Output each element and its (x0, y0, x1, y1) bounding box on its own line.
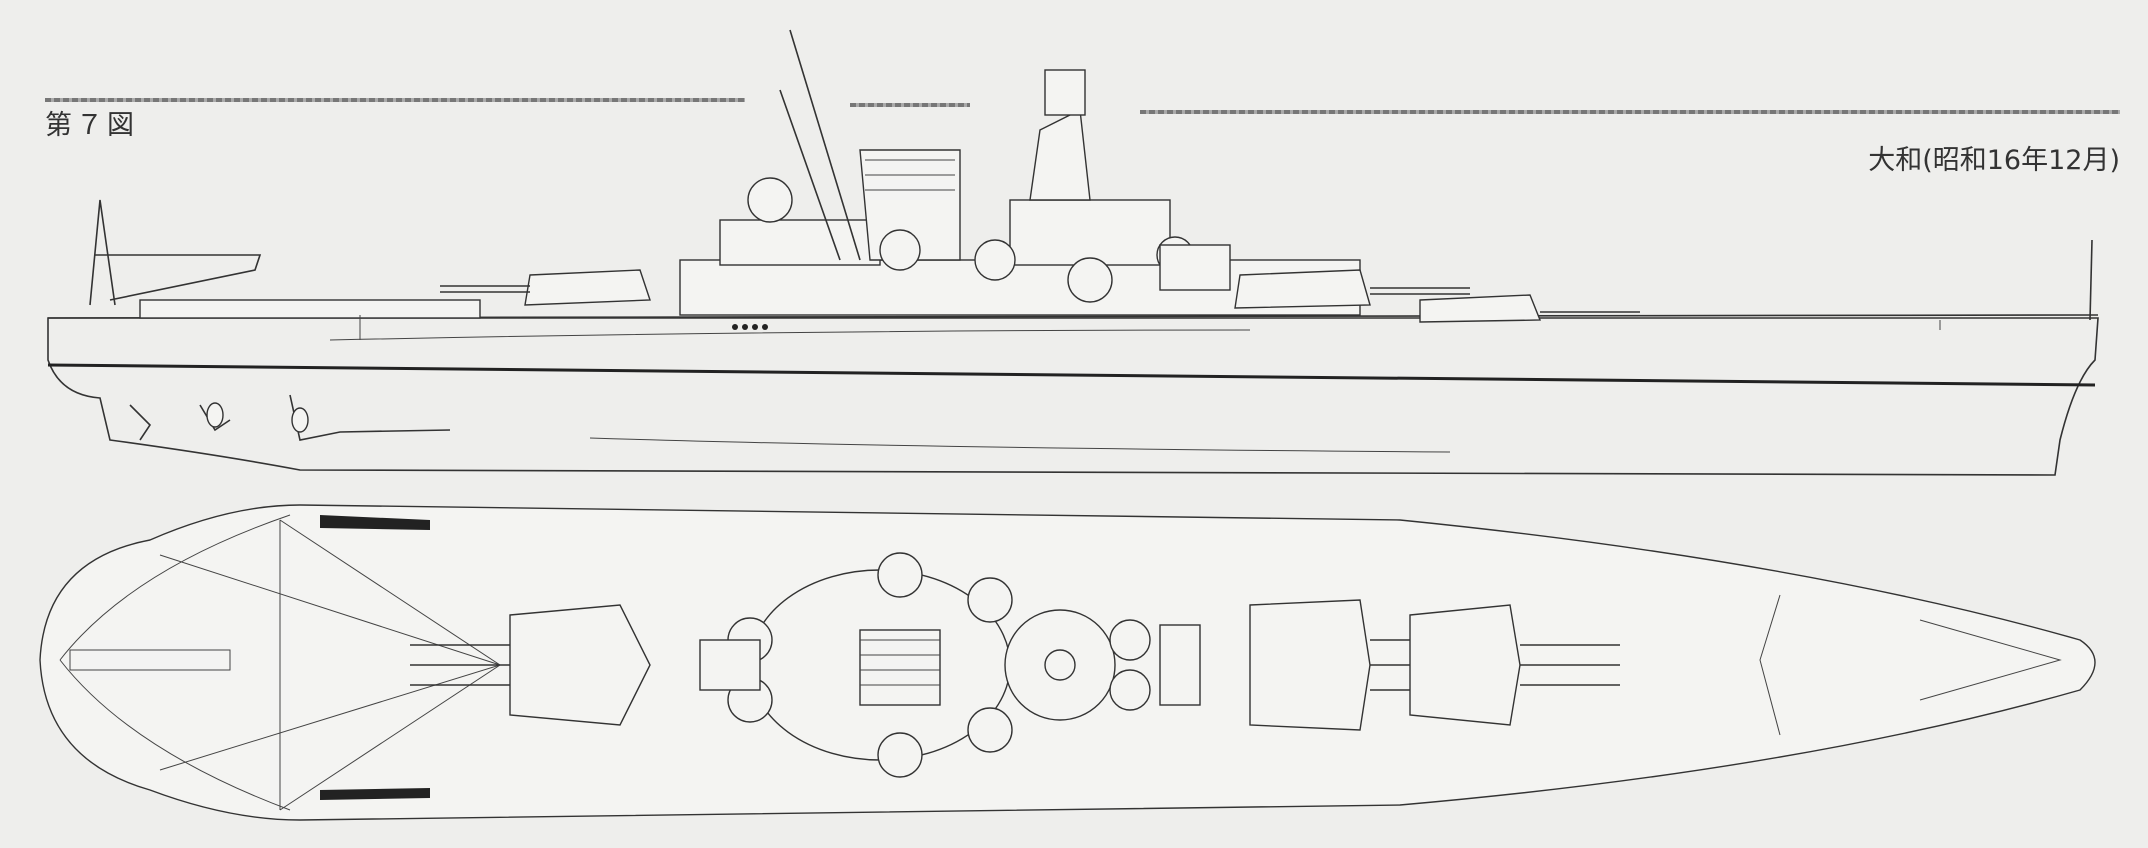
aft-hangar (139, 299, 481, 319)
catapult-rail (69, 649, 231, 671)
jack-staff (2089, 239, 2093, 321)
main-turrets-side (440, 244, 1640, 323)
aft-crane (89, 199, 262, 306)
bilge-keel (589, 437, 1451, 453)
header-rule-middle (850, 103, 970, 107)
hull-side (47, 317, 2099, 476)
propellers-rudders (129, 394, 451, 441)
ship-caption: 大和(昭和16年12月) (1868, 145, 2120, 176)
rangefinder (1044, 69, 1086, 116)
superstructure-plan (699, 552, 1201, 778)
plan-view (39, 504, 2096, 821)
funnel-plan (859, 629, 941, 706)
tower-bridge (1029, 108, 1091, 201)
header-rule-left (45, 98, 745, 102)
secondary-turret (747, 177, 793, 223)
main-turrets-plan (410, 599, 1620, 731)
figure-label: 第７図 (45, 110, 138, 141)
superstructure (679, 29, 1361, 316)
funnel (859, 149, 961, 261)
waterline (47, 363, 2096, 387)
portholes (359, 315, 1941, 340)
header-rule-right (1140, 110, 2120, 114)
mainmast (789, 29, 861, 261)
side-profile-view (47, 29, 2099, 476)
